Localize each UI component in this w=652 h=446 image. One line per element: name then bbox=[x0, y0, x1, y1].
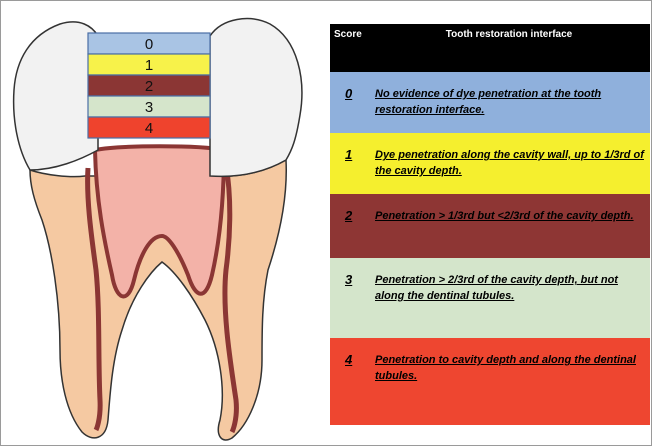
score-band-label: 0 bbox=[145, 36, 153, 53]
tooth-diagram: 0 1 2 3 4 bbox=[0, 0, 330, 446]
row-description: Dye penetration along the cavity wall, u… bbox=[375, 133, 650, 194]
header-description: Tooth restoration interface bbox=[368, 24, 650, 72]
row-description: Penetration > 1/3rd but <2/3rd of the ca… bbox=[375, 194, 650, 258]
row-score: 3 bbox=[330, 258, 375, 338]
header-score: Score bbox=[330, 24, 368, 72]
table-row-1: 1 Dye penetration along the cavity wall,… bbox=[330, 133, 650, 194]
score-band-label: 1 bbox=[145, 57, 153, 74]
row-score: 0 bbox=[330, 72, 375, 133]
row-score: 1 bbox=[330, 133, 375, 194]
tooth-crown-right bbox=[210, 19, 302, 177]
row-description: Penetration > 2/3rd of the cavity depth,… bbox=[375, 258, 650, 338]
table-row-4: 4 Penetration to cavity depth and along … bbox=[330, 338, 650, 425]
table-row-2: 2 Penetration > 1/3rd but <2/3rd of the … bbox=[330, 194, 650, 258]
score-band-label: 2 bbox=[145, 78, 153, 95]
row-score: 4 bbox=[330, 338, 375, 425]
row-description: No evidence of dye penetration at the to… bbox=[375, 72, 650, 133]
table-header: Score Tooth restoration interface bbox=[330, 24, 650, 72]
table-row-3: 3 Penetration > 2/3rd of the cavity dept… bbox=[330, 258, 650, 338]
score-band-label: 3 bbox=[145, 99, 153, 116]
table-row-0: 0 No evidence of dye penetration at the … bbox=[330, 72, 650, 133]
row-score: 2 bbox=[330, 194, 375, 258]
score-band-label: 4 bbox=[145, 120, 153, 137]
tooth-crown-left bbox=[14, 22, 98, 170]
row-description: Penetration to cavity depth and along th… bbox=[375, 338, 650, 425]
score-table: Score Tooth restoration interface 0 No e… bbox=[330, 24, 650, 425]
pulp-chamber bbox=[95, 146, 224, 296]
score-bands: 0 1 2 3 4 bbox=[88, 33, 210, 138]
